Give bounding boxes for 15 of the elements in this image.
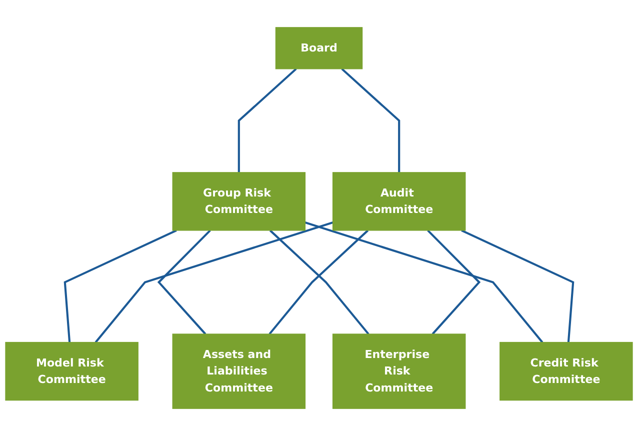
connector <box>157 230 211 335</box>
node-box: Audit Committee <box>332 172 466 231</box>
connector <box>94 222 334 343</box>
node-box: Assets and Liabilities Committee <box>172 334 306 409</box>
node-box: Board <box>275 27 363 70</box>
connector <box>341 68 400 172</box>
connector <box>304 222 544 343</box>
node-box: Credit Risk Committee <box>500 342 633 401</box>
node-box: Model Risk Committee <box>5 342 138 401</box>
node-box: Enterprise Risk Committee <box>332 334 466 409</box>
connector <box>461 230 574 342</box>
connector <box>427 230 481 335</box>
connector <box>238 68 297 172</box>
node-box: Group Risk Committee <box>172 172 306 231</box>
connector <box>64 230 177 342</box>
